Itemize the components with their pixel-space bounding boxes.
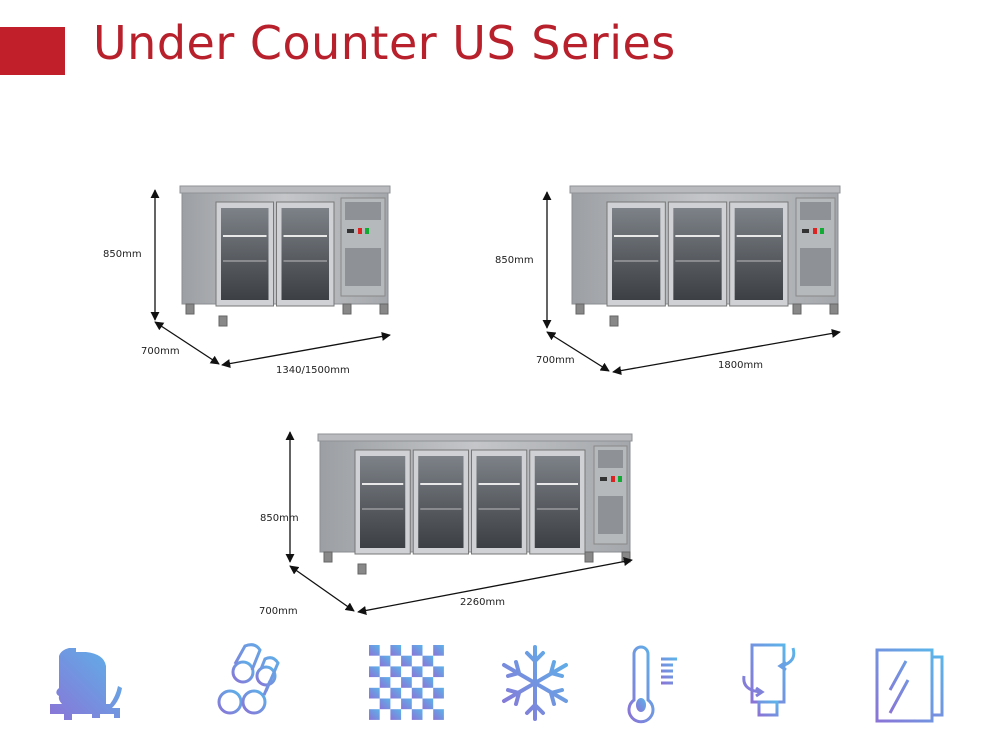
leg: [379, 303, 389, 315]
checker-square: [422, 655, 434, 667]
width-label: 2260mm: [460, 597, 505, 608]
dimension-arrow: [154, 321, 220, 365]
door-glass: [221, 208, 269, 300]
dimension-arrow: [289, 565, 355, 612]
title-accent-block: [0, 27, 65, 75]
height-label: 850mm: [103, 249, 142, 260]
door-glass: [734, 208, 783, 300]
copper-tubes-icon: [217, 643, 280, 715]
checker-square: [433, 666, 444, 678]
leg: [609, 315, 619, 327]
checker-square: [411, 687, 423, 699]
checker-insulation-icon: [369, 645, 444, 720]
checker-square: [390, 709, 402, 720]
checker-square: [433, 687, 444, 699]
vent-grille: [800, 202, 831, 220]
refrigerator-unit: [542, 185, 841, 376]
checker-square: [401, 677, 412, 688]
checker-square: [369, 666, 380, 678]
door-glass: [612, 208, 661, 300]
thermometer-icon: [627, 645, 677, 724]
checker-square: [401, 698, 412, 710]
leg: [342, 303, 352, 315]
checker-square: [411, 709, 423, 720]
checker-square: [401, 655, 412, 667]
checker-square: [390, 687, 402, 699]
door-glass: [418, 456, 464, 548]
leg: [185, 303, 195, 315]
display: [600, 477, 607, 481]
door-glass: [476, 456, 522, 548]
checker-square: [369, 687, 380, 699]
page-title: Under Counter US Series: [93, 16, 676, 70]
display: [802, 229, 809, 233]
checker-square: [369, 645, 380, 656]
refrigerator-unit: [285, 431, 633, 615]
checker-square: [379, 698, 391, 710]
red-switch: [813, 228, 817, 234]
countertop: [179, 185, 391, 194]
airflow-icon: [742, 643, 796, 717]
leg: [575, 303, 585, 315]
glass-door-icon: [875, 648, 944, 723]
door-glass: [673, 208, 722, 300]
leg: [792, 303, 802, 315]
vent-grille: [345, 248, 381, 286]
door-glass: [534, 456, 580, 548]
leg: [357, 563, 367, 575]
vent-grille: [345, 202, 381, 220]
refrigerator-unit: [150, 185, 391, 369]
leg: [323, 551, 333, 563]
depth-label: 700mm: [536, 355, 575, 366]
checker-square: [390, 666, 402, 678]
compressor-icon: [50, 648, 122, 720]
checker-square: [379, 677, 391, 688]
depth-label: 700mm: [141, 346, 180, 357]
checker-square: [379, 655, 391, 667]
vent-grille: [598, 450, 623, 468]
checker-square: [433, 709, 444, 720]
countertop: [317, 433, 633, 442]
vent-grille: [800, 248, 831, 286]
depth-label: 700mm: [259, 606, 298, 617]
snowflake-icon: [502, 645, 568, 721]
countertop: [569, 185, 841, 194]
dimension-arrow: [546, 331, 610, 372]
green-switch: [365, 228, 369, 234]
checker-square: [411, 666, 423, 678]
red-switch: [358, 228, 362, 234]
door-glass: [281, 208, 329, 300]
dimension-arrow: [612, 328, 841, 376]
height-label: 850mm: [260, 513, 299, 524]
display: [347, 229, 354, 233]
checker-square: [422, 698, 434, 710]
door-glass: [360, 456, 406, 548]
green-switch: [618, 476, 622, 482]
dimension-arrow: [357, 557, 633, 615]
checker-square: [369, 709, 380, 720]
leg: [829, 303, 839, 315]
checker-square: [411, 645, 423, 656]
height-label: 850mm: [495, 255, 534, 266]
dimension-arrow: [221, 331, 391, 369]
leg: [218, 315, 228, 327]
checker-square: [422, 677, 434, 688]
width-label: 1340/1500mm: [276, 365, 350, 376]
green-switch: [820, 228, 824, 234]
checker-square: [390, 645, 402, 656]
red-switch: [611, 476, 615, 482]
leg: [584, 551, 594, 563]
width-label: 1800mm: [718, 360, 763, 371]
checker-square: [433, 645, 444, 656]
vent-grille: [598, 496, 623, 534]
